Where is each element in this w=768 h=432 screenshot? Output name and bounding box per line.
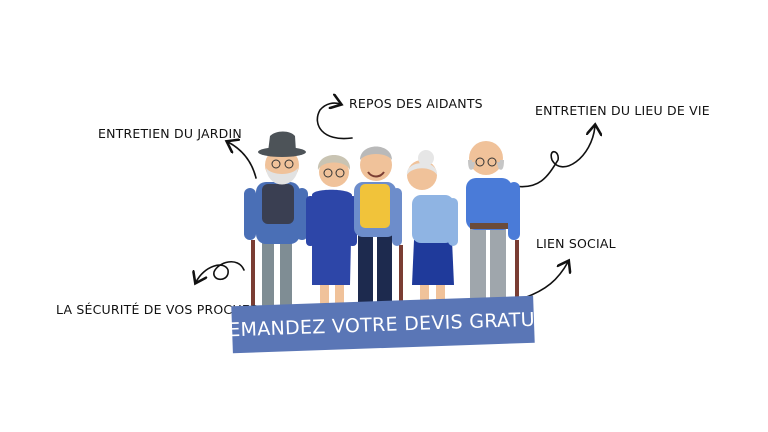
label-social: LIEN SOCIAL — [536, 236, 616, 251]
man-with-hat-figure — [244, 131, 308, 316]
label-safety: LA SÉCURITÉ DE VOS PROCHES — [56, 302, 259, 317]
free-quote-label: DEMANDEZ VOTRE DEVIS GRATUIT — [212, 307, 554, 342]
woman-blue-dress-figure — [306, 155, 357, 316]
label-garden: ENTRETIEN DU JARDIN — [98, 126, 242, 141]
woman-with-bun-figure — [406, 150, 458, 316]
arrow-garden-icon — [228, 142, 257, 179]
arrow-social-icon — [523, 262, 568, 299]
bald-man-figure — [466, 141, 520, 316]
label-home: ENTRETIEN DU LIEU DE VIE — [535, 103, 710, 118]
arrow-safety-icon — [196, 261, 245, 282]
label-respite: REPOS DES AIDANTS — [349, 96, 483, 111]
arrow-respite-icon — [316, 103, 353, 140]
man-yellow-vest-figure — [354, 146, 403, 316]
arrow-home-icon — [513, 126, 595, 188]
